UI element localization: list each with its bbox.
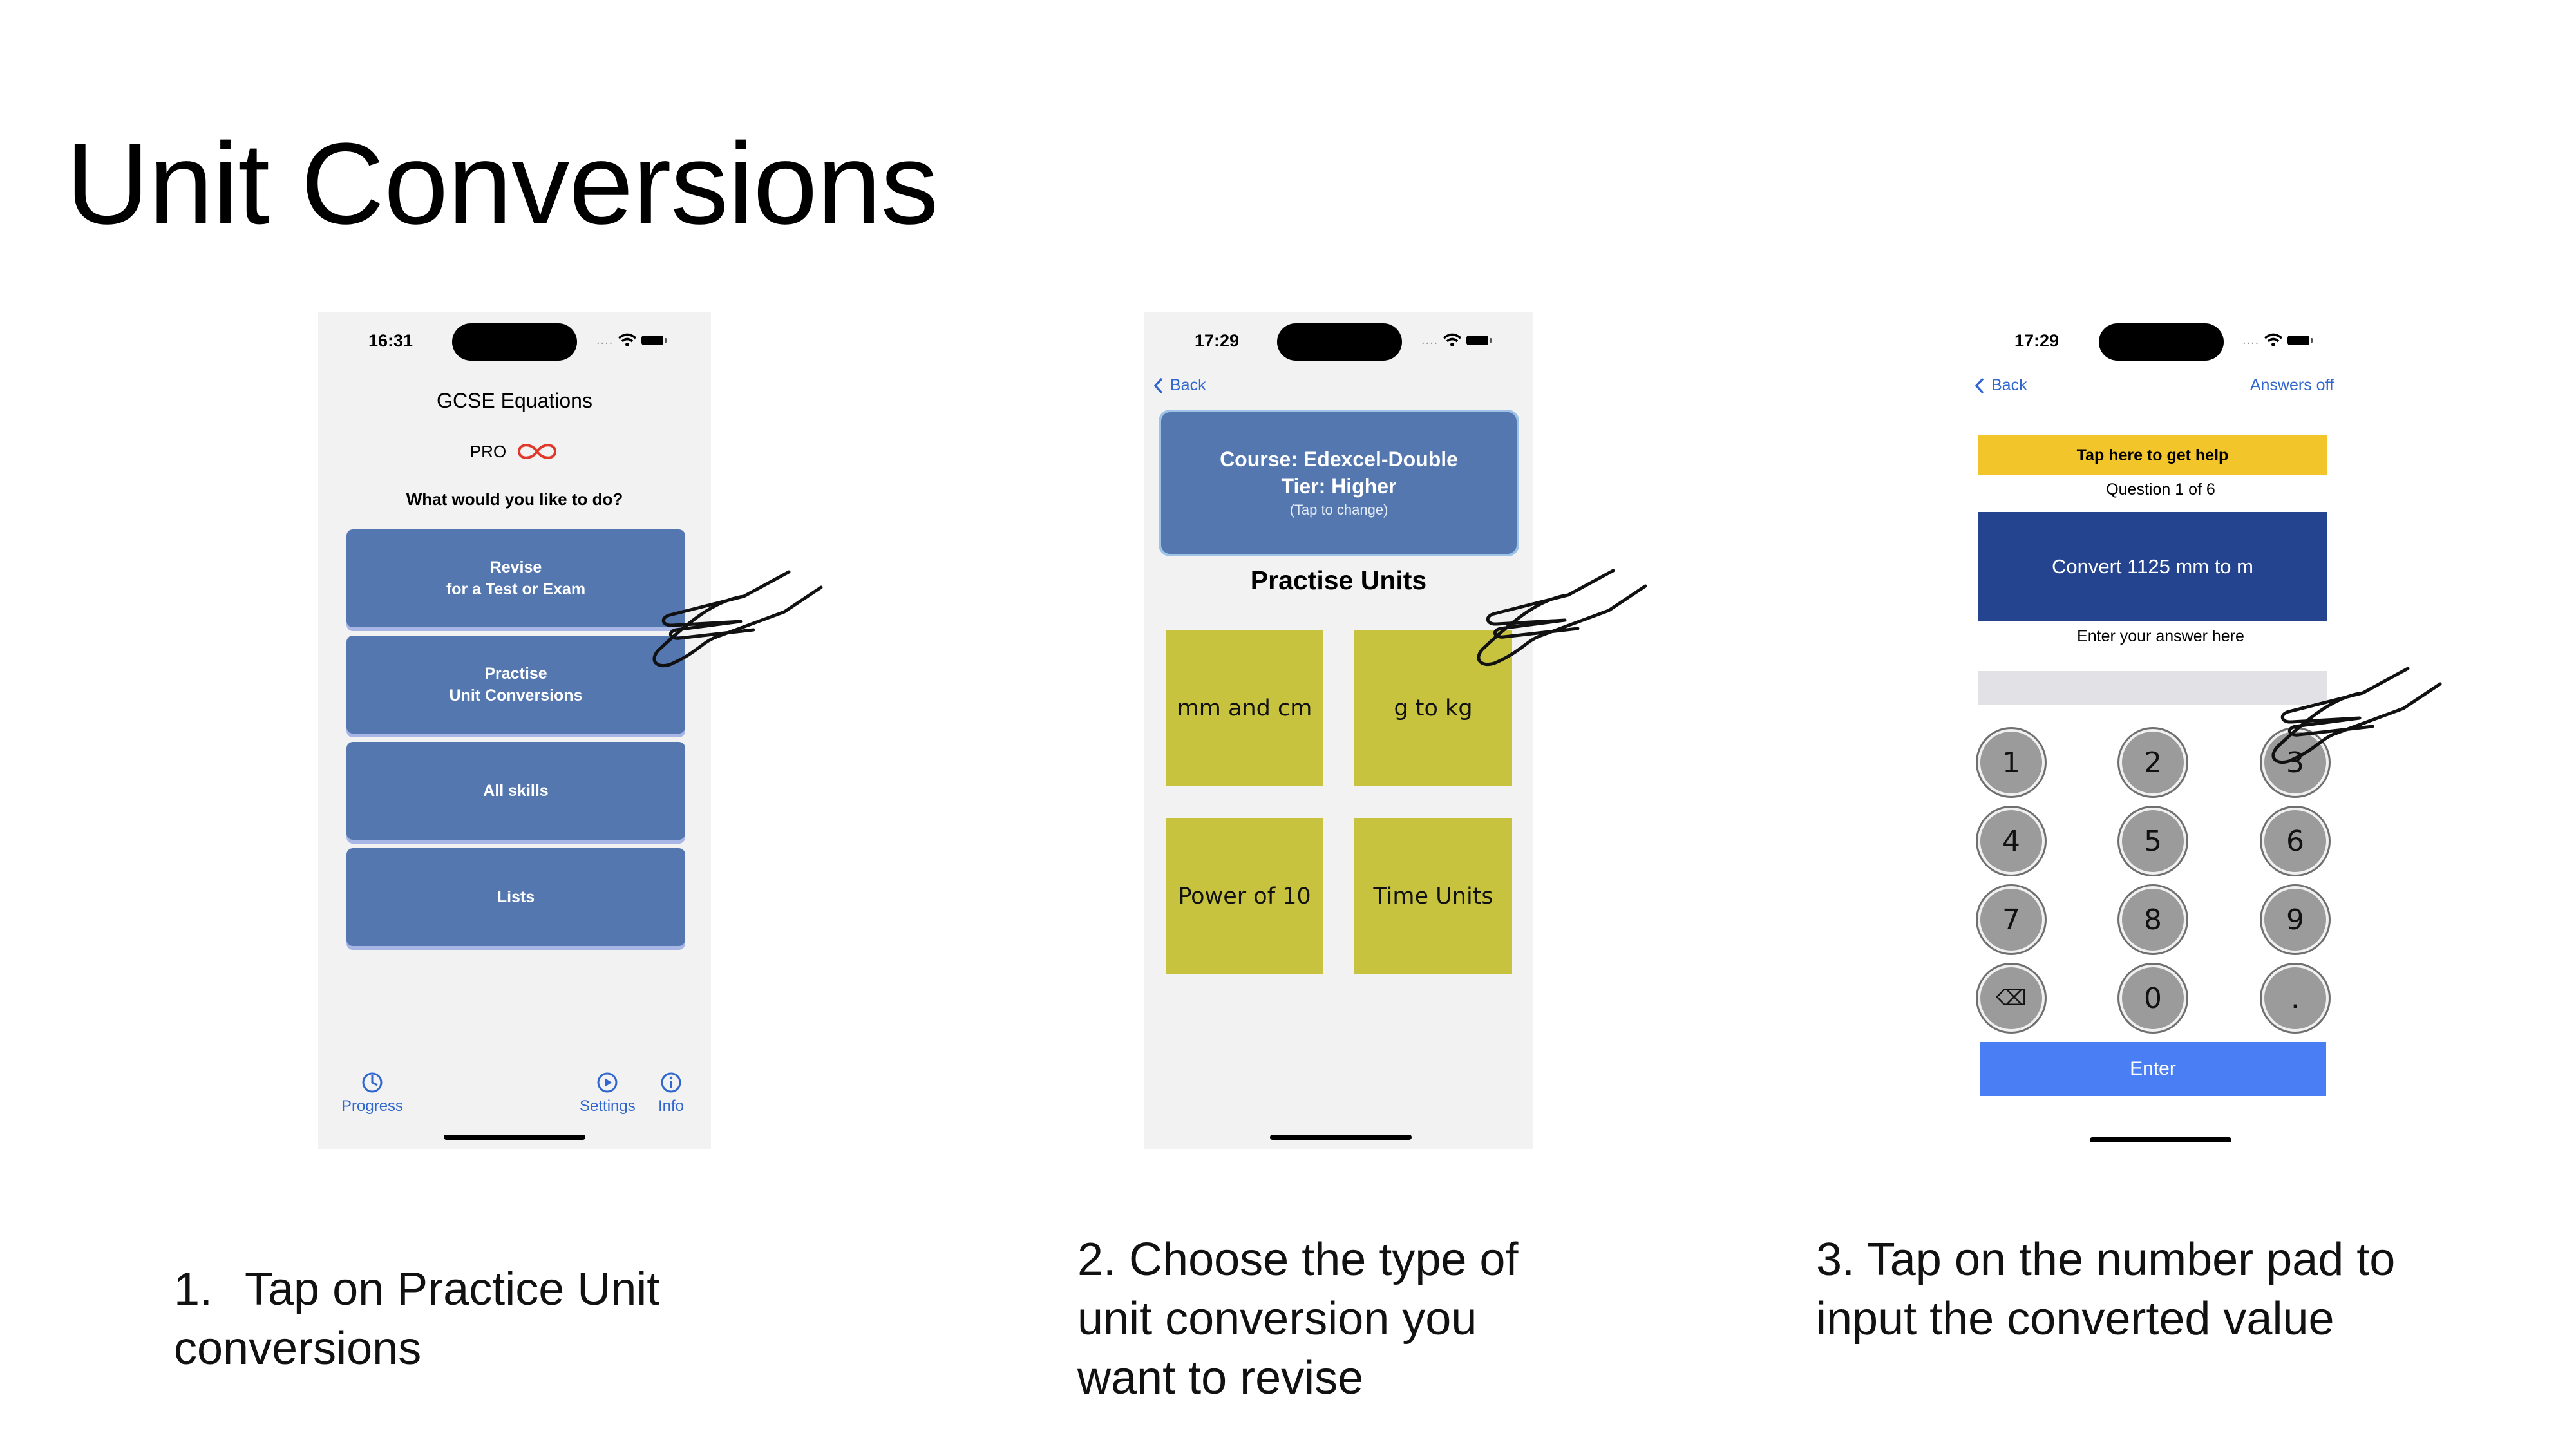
chevron-left-icon bbox=[1153, 377, 1163, 393]
tab-info[interactable]: Info bbox=[658, 1072, 684, 1115]
pro-badge: PRO bbox=[318, 440, 711, 462]
dynamic-island bbox=[1277, 323, 1402, 361]
phone-screenshot-home: 16:31 .... GCSE Equations PRO What would… bbox=[318, 312, 711, 1149]
tab-progress[interactable]: Progress bbox=[341, 1072, 403, 1115]
wifi-icon bbox=[1443, 333, 1462, 346]
status-time: 17:29 bbox=[2014, 331, 2060, 350]
course-selector-card[interactable]: Course: Edexcel-Double Tier: Higher (Tap… bbox=[1159, 410, 1519, 556]
key-decimal-point[interactable]: . bbox=[2262, 965, 2329, 1032]
practise-unit-conversions-button[interactable]: Practise Unit Conversions bbox=[346, 636, 685, 734]
status-icons: .... bbox=[2242, 331, 2313, 349]
infinity-icon bbox=[518, 444, 557, 459]
revise-button[interactable]: Revise for a Test or Exam bbox=[346, 529, 685, 627]
caption-step-1-line1: Tap on Practice Unit bbox=[245, 1264, 660, 1315]
status-time: 16:31 bbox=[368, 331, 413, 350]
home-indicator bbox=[444, 1135, 585, 1140]
wifi-icon bbox=[2264, 333, 2283, 346]
caption-step-1-line2: conversions bbox=[174, 1323, 422, 1374]
signal-icon: .... bbox=[596, 332, 614, 347]
tab-info-label: Info bbox=[658, 1097, 685, 1115]
phone-screenshot-practise-units: 17:29 .... Back Course: Edexcel-Double T… bbox=[1144, 312, 1533, 1149]
progress-icon bbox=[362, 1072, 383, 1093]
practise-button-line1: Practise bbox=[484, 665, 547, 683]
revise-button-line2: for a Test or Exam bbox=[446, 580, 586, 598]
home-question: What would you like to do? bbox=[406, 489, 623, 509]
key-2[interactable]: 2 bbox=[2119, 729, 2186, 796]
wifi-icon bbox=[618, 333, 637, 346]
caption-step-1: 1. Tap on Practice Unit conversions bbox=[174, 1260, 659, 1378]
settings-icon bbox=[597, 1072, 618, 1093]
pointing-hand-icon bbox=[2271, 667, 2442, 764]
phone-screenshot-question: 17:29 .... Back Answers off Tap here to … bbox=[1964, 312, 2357, 1149]
question-box: Convert 1125 mm to m bbox=[1978, 512, 2327, 621]
all-skills-label: All skills bbox=[483, 782, 549, 800]
section-title: Practise Units bbox=[1250, 565, 1427, 595]
app-title: GCSE Equations bbox=[437, 389, 592, 412]
key-1[interactable]: 1 bbox=[1978, 729, 2045, 796]
caption-step-1-number: 1. bbox=[174, 1264, 213, 1315]
lists-label: Lists bbox=[497, 888, 535, 906]
answer-prompt: Enter your answer here bbox=[2077, 627, 2244, 645]
question-counter: Question 1 of 6 bbox=[2106, 480, 2215, 498]
caption-step-3-line2: input the converted value bbox=[1816, 1293, 2334, 1345]
key-backspace[interactable]: ⌫ bbox=[1978, 965, 2045, 1032]
tile-power-of-10[interactable]: Power of 10 bbox=[1166, 818, 1323, 974]
lists-button[interactable]: Lists bbox=[346, 848, 685, 946]
enter-button[interactable]: Enter bbox=[1980, 1042, 2326, 1096]
back-button[interactable]: Back bbox=[1153, 376, 1206, 395]
answers-toggle[interactable]: Answers off bbox=[2249, 376, 2334, 394]
caption-step-2: 2. Choose the type of unit conversion yo… bbox=[1077, 1230, 1518, 1408]
tier-label: Tier: Higher bbox=[1281, 475, 1397, 498]
back-button[interactable]: Back bbox=[1975, 376, 2027, 395]
key-8[interactable]: 8 bbox=[2119, 886, 2186, 953]
key-0[interactable]: 0 bbox=[2119, 965, 2186, 1032]
caption-step-2-line1: 2. Choose the type of bbox=[1077, 1234, 1519, 1285]
tile-mm-and-cm[interactable]: mm and cm bbox=[1166, 630, 1323, 786]
tile-g-to-kg[interactable]: g to kg bbox=[1354, 630, 1512, 786]
back-label: Back bbox=[1170, 376, 1206, 394]
caption-step-2-line3: want to revise bbox=[1077, 1352, 1364, 1404]
back-label: Back bbox=[1991, 376, 2027, 394]
battery-icon bbox=[2287, 335, 2313, 345]
dynamic-island bbox=[452, 323, 577, 361]
signal-icon: .... bbox=[1421, 332, 1439, 347]
caption-step-2-line2: unit conversion you bbox=[1077, 1293, 1477, 1345]
info-icon bbox=[661, 1072, 681, 1093]
pro-label: PRO bbox=[469, 441, 507, 461]
key-6[interactable]: 6 bbox=[2262, 808, 2329, 875]
practise-button-line2: Unit Conversions bbox=[449, 687, 583, 705]
revise-button-line1: Revise bbox=[489, 558, 542, 576]
tile-time-units[interactable]: Time Units bbox=[1354, 818, 1512, 974]
tab-settings-label: Settings bbox=[580, 1097, 636, 1115]
key-5[interactable]: 5 bbox=[2119, 808, 2186, 875]
caption-step-3-line1: 3. Tap on the number pad to bbox=[1816, 1234, 2396, 1285]
tab-progress-label: Progress bbox=[341, 1097, 404, 1115]
help-button[interactable]: Tap here to get help bbox=[1978, 435, 2327, 475]
home-indicator bbox=[1270, 1135, 1412, 1140]
battery-icon bbox=[1466, 335, 1492, 345]
slide-title: Unit Conversions bbox=[66, 119, 939, 249]
status-icons: .... bbox=[1421, 331, 1492, 349]
dynamic-island bbox=[2099, 323, 2224, 361]
status-icons: .... bbox=[596, 331, 667, 349]
key-7[interactable]: 7 bbox=[1978, 886, 2045, 953]
key-4[interactable]: 4 bbox=[1978, 808, 2045, 875]
battery-icon bbox=[641, 335, 667, 345]
tab-settings[interactable]: Settings bbox=[580, 1072, 636, 1115]
all-skills-button[interactable]: All skills bbox=[346, 742, 685, 840]
answer-field[interactable] bbox=[1978, 671, 2327, 705]
tap-to-change-hint: (Tap to change) bbox=[1289, 502, 1388, 518]
chevron-left-icon bbox=[1975, 377, 1984, 393]
key-9[interactable]: 9 bbox=[2262, 886, 2329, 953]
course-label: Course: Edexcel-Double bbox=[1220, 448, 1458, 471]
home-indicator bbox=[2090, 1137, 2231, 1142]
pointing-hand-icon bbox=[1477, 569, 1647, 666]
signal-icon: .... bbox=[2242, 332, 2260, 347]
caption-step-3: 3. Tap on the number pad to input the co… bbox=[1816, 1230, 2395, 1349]
pointing-hand-icon bbox=[652, 570, 823, 667]
status-time: 17:29 bbox=[1195, 331, 1240, 350]
